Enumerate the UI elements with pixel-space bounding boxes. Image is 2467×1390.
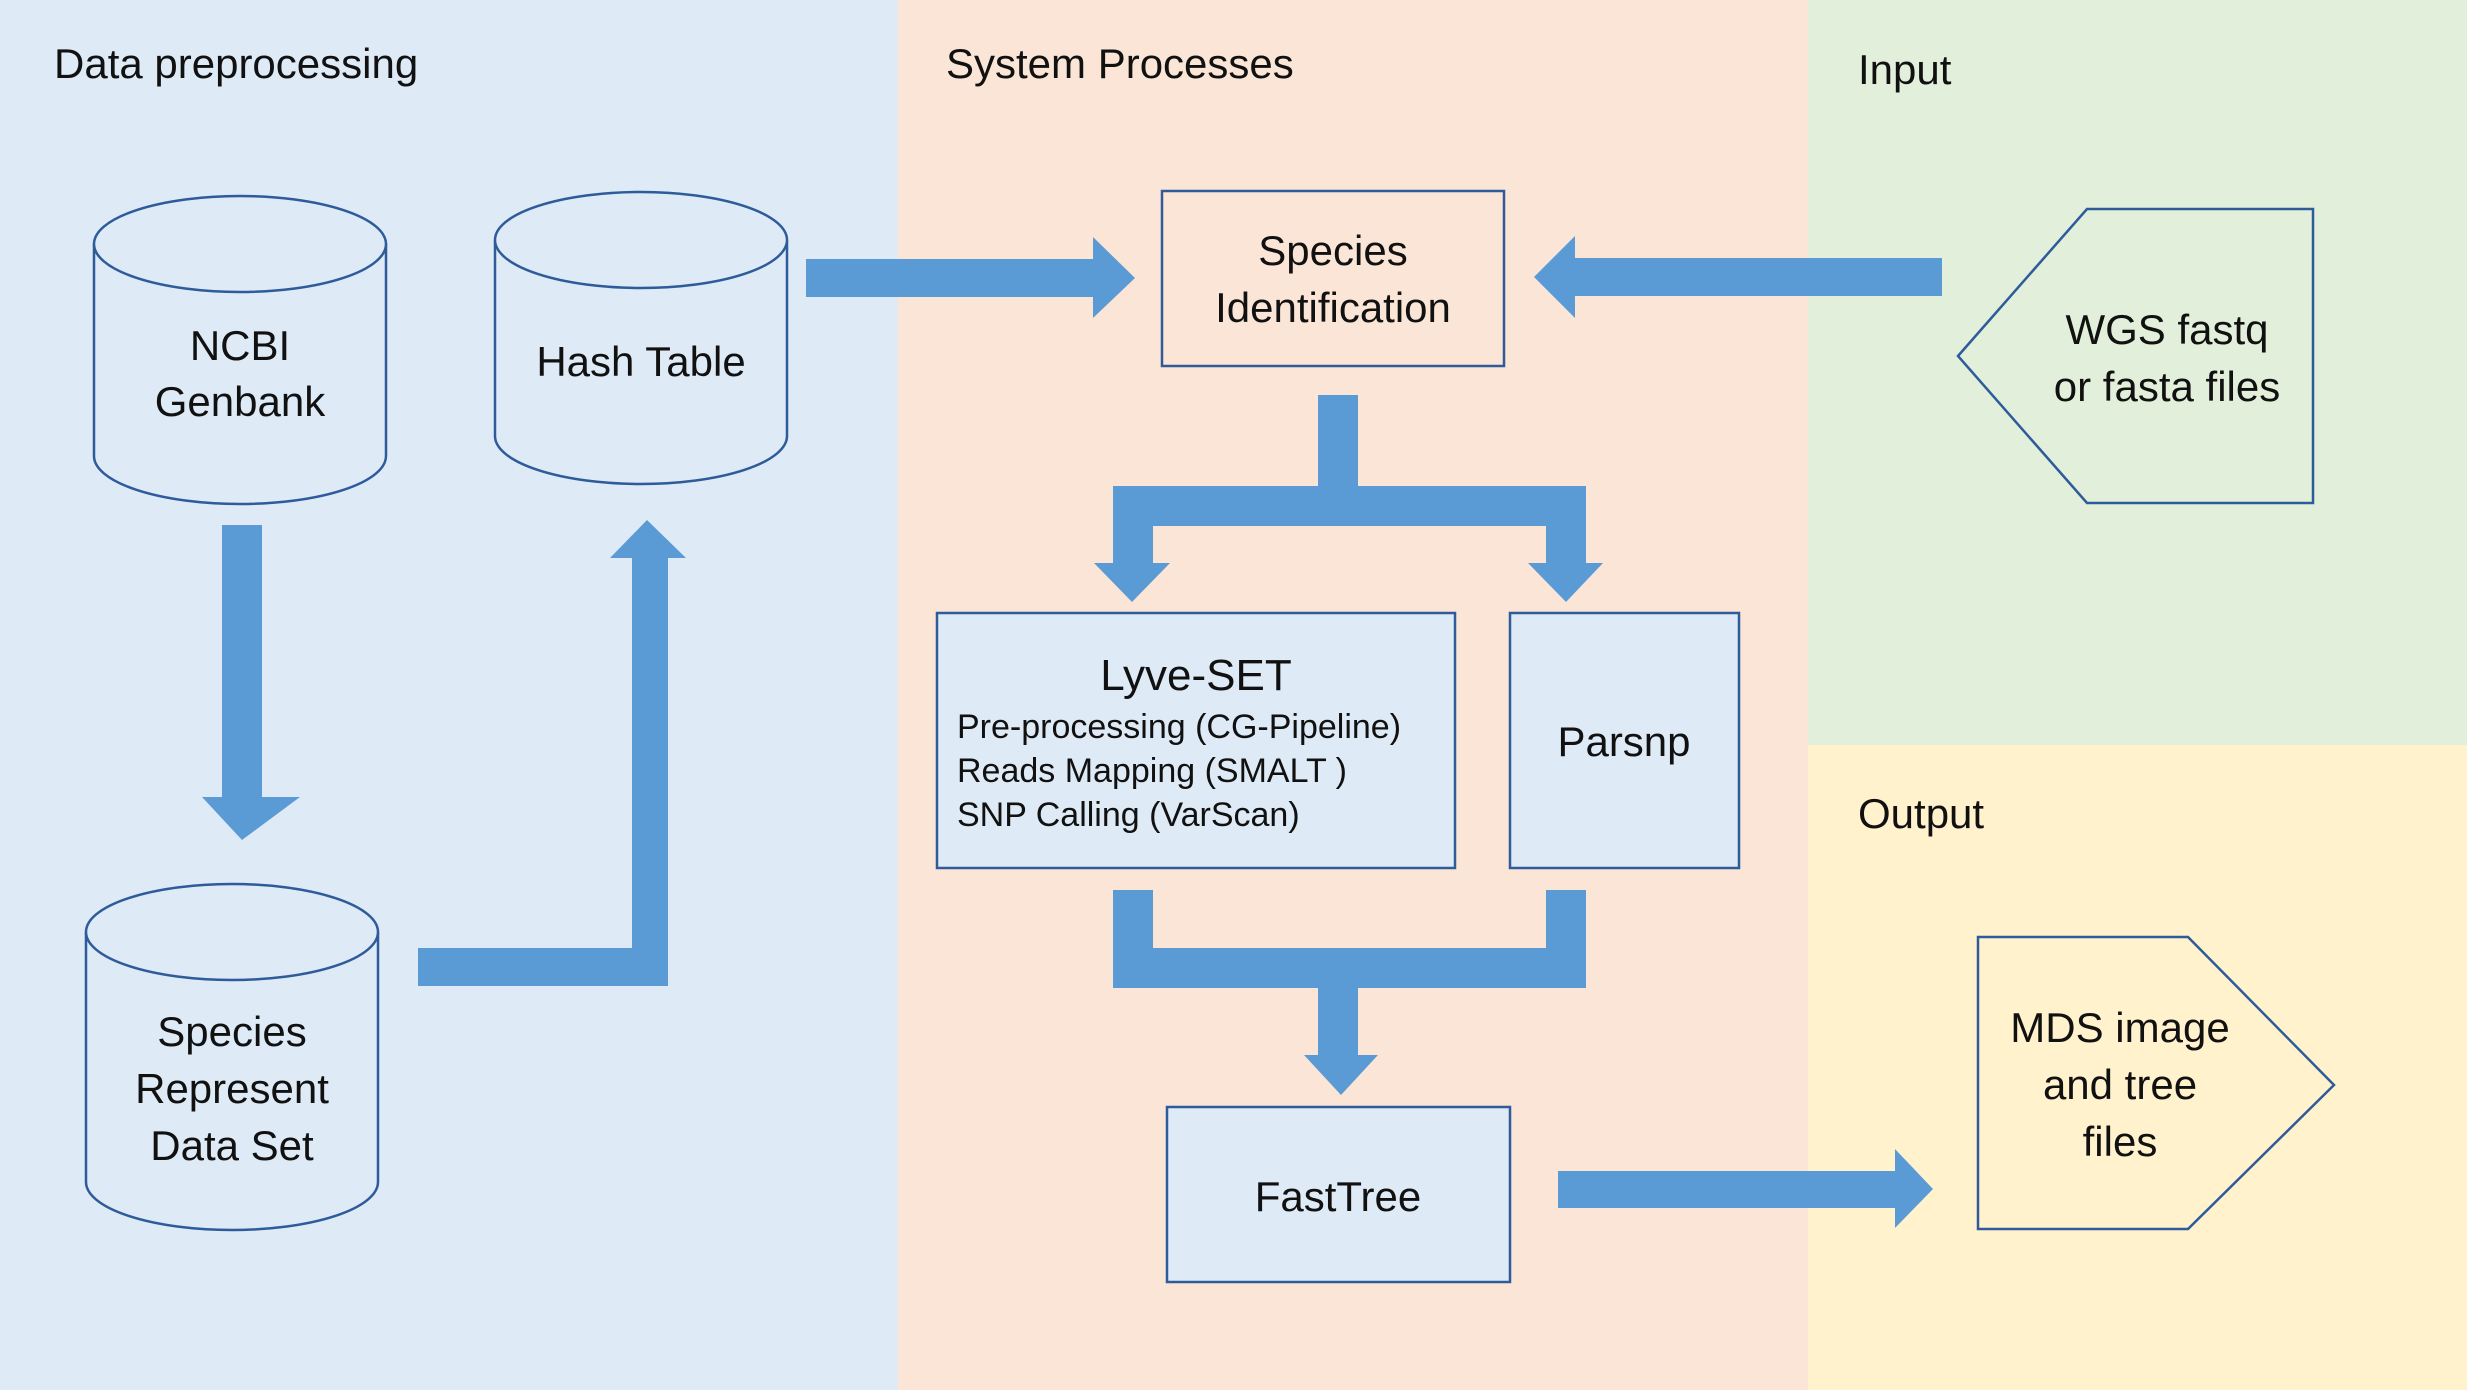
node-mds-files: MDS image and tree files xyxy=(1976,935,2336,1231)
node-hash-table: Hash Table xyxy=(493,190,789,486)
ncbi-line-1: NCBI xyxy=(190,322,290,369)
node-species-represent-data-set: Species Represent Data Set xyxy=(84,882,380,1232)
wgs-line-2: or fasta files xyxy=(2054,363,2280,410)
arrow-species-set-to-hash-table xyxy=(418,520,686,986)
mds-line-3: files xyxy=(2083,1118,2158,1165)
panel-title-output: Output xyxy=(1858,790,1984,837)
mds-line-2: and tree xyxy=(2043,1061,2197,1108)
fasttree-label: FastTree xyxy=(1255,1173,1421,1220)
arrow-hash-table-to-species-id xyxy=(806,237,1135,318)
node-fasttree: FastTree xyxy=(1165,1105,1512,1284)
species-set-line-1: Species xyxy=(157,1008,306,1055)
lyve-set-title: Lyve-SET xyxy=(1100,651,1292,700)
wgs-line-1: WGS fastq xyxy=(2065,306,2268,353)
lyve-set-step-3: SNP Calling (VarScan) xyxy=(957,796,1300,834)
panel-title-data-preprocessing: Data preprocessing xyxy=(54,40,418,87)
species-id-line-1: Species xyxy=(1258,227,1407,274)
node-parsnp: Parsnp xyxy=(1508,611,1741,870)
node-lyve-set: Lyve-SET Pre-processing (CG-Pipeline) Re… xyxy=(935,611,1457,870)
panel-title-input: Input xyxy=(1858,46,1952,93)
arrow-fasttree-to-mds xyxy=(1558,1149,1933,1228)
arrow-species-id-split xyxy=(1094,395,1603,602)
panel-title-system-processes: System Processes xyxy=(946,40,1294,87)
mds-line-1: MDS image xyxy=(2010,1004,2229,1051)
node-wgs-files: WGS fastq or fasta files xyxy=(1956,207,2315,505)
lyve-set-step-1: Pre-processing (CG-Pipeline) xyxy=(957,708,1401,746)
arrow-wgs-to-species-id xyxy=(1534,236,1942,318)
species-set-line-2: Represent xyxy=(135,1065,329,1112)
hash-table-label: Hash Table xyxy=(536,338,745,385)
parsnp-label: Parsnp xyxy=(1557,718,1690,765)
arrow-ncbi-to-species-set xyxy=(202,525,300,840)
species-id-line-2: Identification xyxy=(1215,284,1451,331)
lyve-set-step-2: Reads Mapping (SMALT ) xyxy=(957,752,1347,790)
ncbi-line-2: Genbank xyxy=(155,378,326,425)
arrow-merge-to-fasttree xyxy=(1113,890,1586,1095)
node-ncbi-genbank: NCBI Genbank xyxy=(92,194,388,506)
species-set-line-3: Data Set xyxy=(150,1122,314,1169)
node-species-identification: Species Identification xyxy=(1160,189,1506,368)
